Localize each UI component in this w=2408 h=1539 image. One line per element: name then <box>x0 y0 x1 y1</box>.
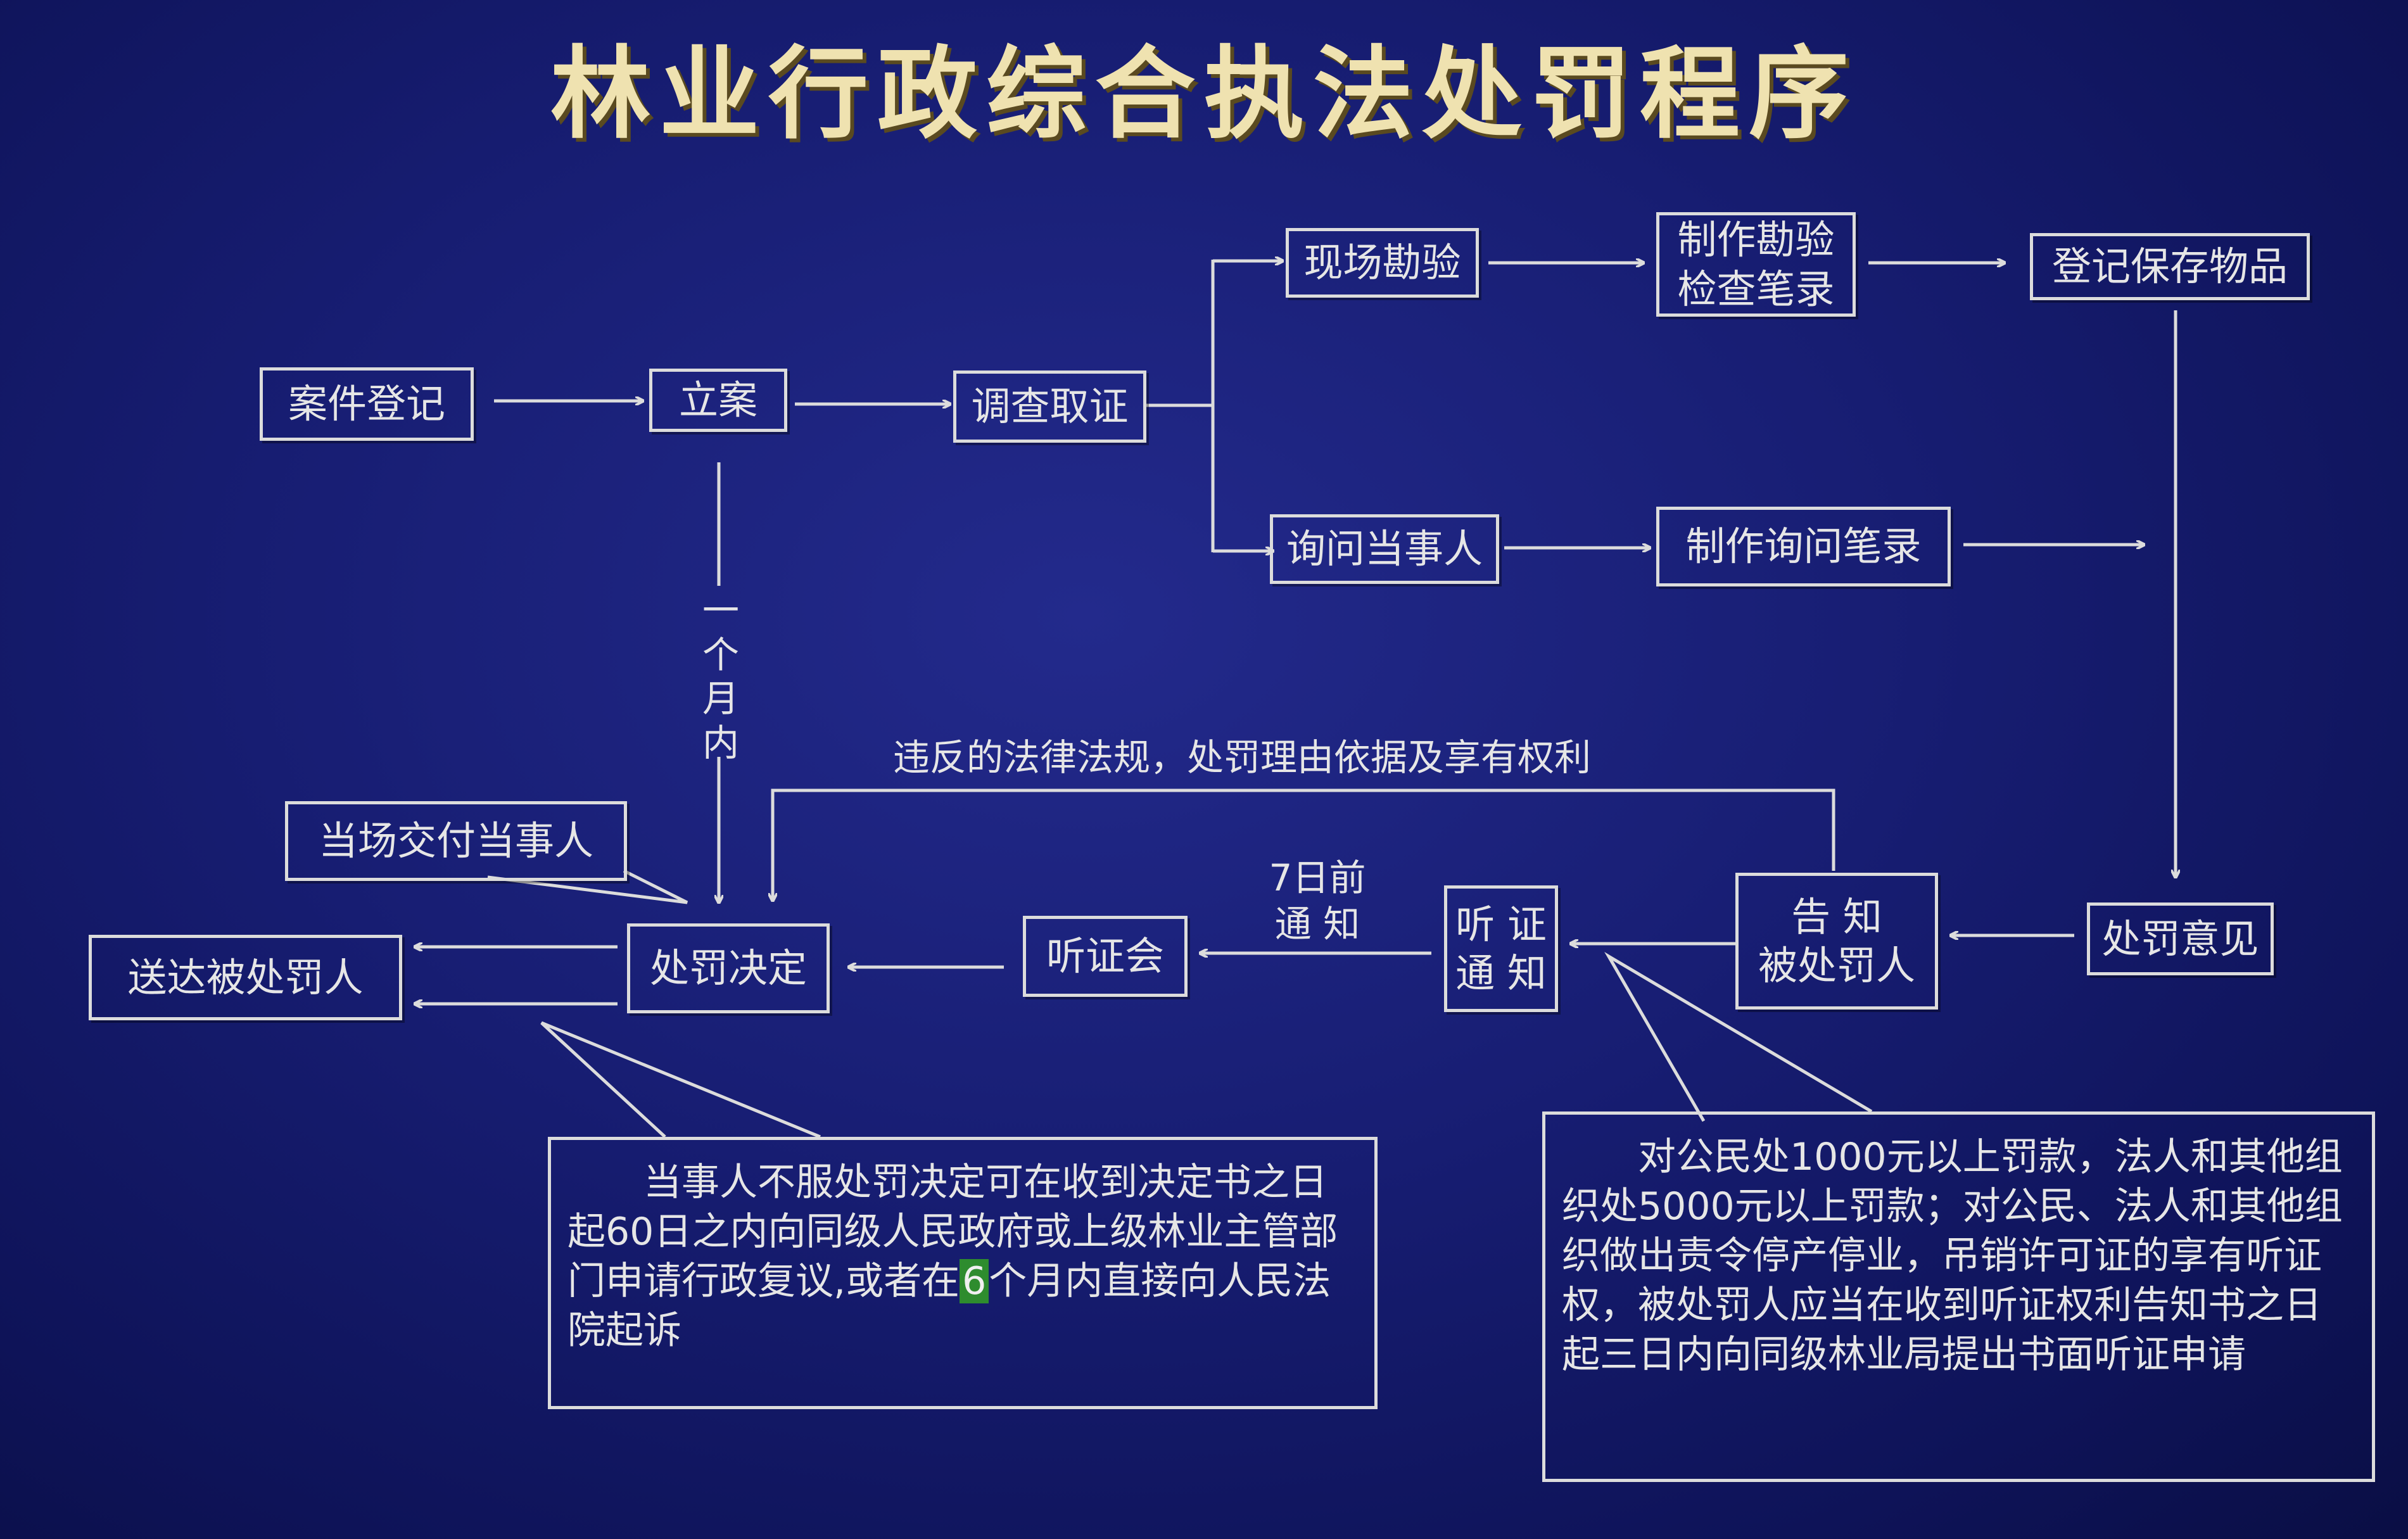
note-appeal: 当事人不服处罚决定可在收到决定书之日起60日之内向同级人民政府或上级林业主管部门… <box>548 1137 1378 1409</box>
box-inquiry-record: 制作询问笔录 <box>1656 507 1951 586</box>
label-law-basis: 违反的法律法规，处罚理由依据及享有权利 <box>893 736 1592 779</box>
box-deliver-penalized: 送达被处罚人 <box>89 935 402 1020</box>
note-hearing-right-text: 对公民处1000元以上罚款，法人和其他组织处5000元以上罚款；对公民、法人和其… <box>1562 1135 2343 1377</box>
note-appeal-highlight: 6 <box>960 1259 989 1303</box>
callout-hearing-pointer <box>1604 952 1873 1122</box>
box-inquire-party: 询问当事人 <box>1270 514 1499 584</box>
box-hand-on-site: 当场交付当事人 <box>285 801 627 881</box>
box-inspection-record: 制作勘验 检查笔录 <box>1656 212 1856 317</box>
box-notify-penalized: 告 知 被处罚人 <box>1735 873 1938 1010</box>
callout-appeal-pointer <box>540 1021 821 1139</box>
arrow-law-basis-loop <box>773 788 1835 901</box>
page-title: 林业行政综合执法处罚程序 <box>550 36 1858 153</box>
box-case-register: 案件登记 <box>260 367 474 441</box>
box-penalty-decision: 处罚决定 <box>627 923 830 1013</box>
box-investigate: 调查取证 <box>953 370 1146 443</box>
box-site-inspection: 现场勘验 <box>1286 228 1479 298</box>
note-appeal-text-before: 当事人不服处罚决定可在收到决定书之日起60日之内向同级人民政府或上级林业主管部门… <box>567 1160 1338 1303</box>
label-within-month: 一 个 月 内 <box>702 589 739 764</box>
box-file-case: 立案 <box>649 369 787 432</box>
note-appeal-text-after: 个月内直接向人民法院起诉 <box>567 1259 1331 1353</box>
callout-hand-pointer <box>487 869 688 904</box>
box-hearing-notice: 听 证 通 知 <box>1444 885 1558 1012</box>
note-hearing-right: 对公民处1000元以上罚款，法人和其他组织处5000元以上罚款；对公民、法人和其… <box>1542 1112 2375 1482</box>
box-hearing: 听证会 <box>1023 916 1188 997</box>
box-register-items: 登记保存物品 <box>2030 233 2310 300</box>
box-penalty-opinion: 处罚意见 <box>2087 902 2274 975</box>
label-seven-days: 7日前 通 知 <box>1269 856 1366 946</box>
